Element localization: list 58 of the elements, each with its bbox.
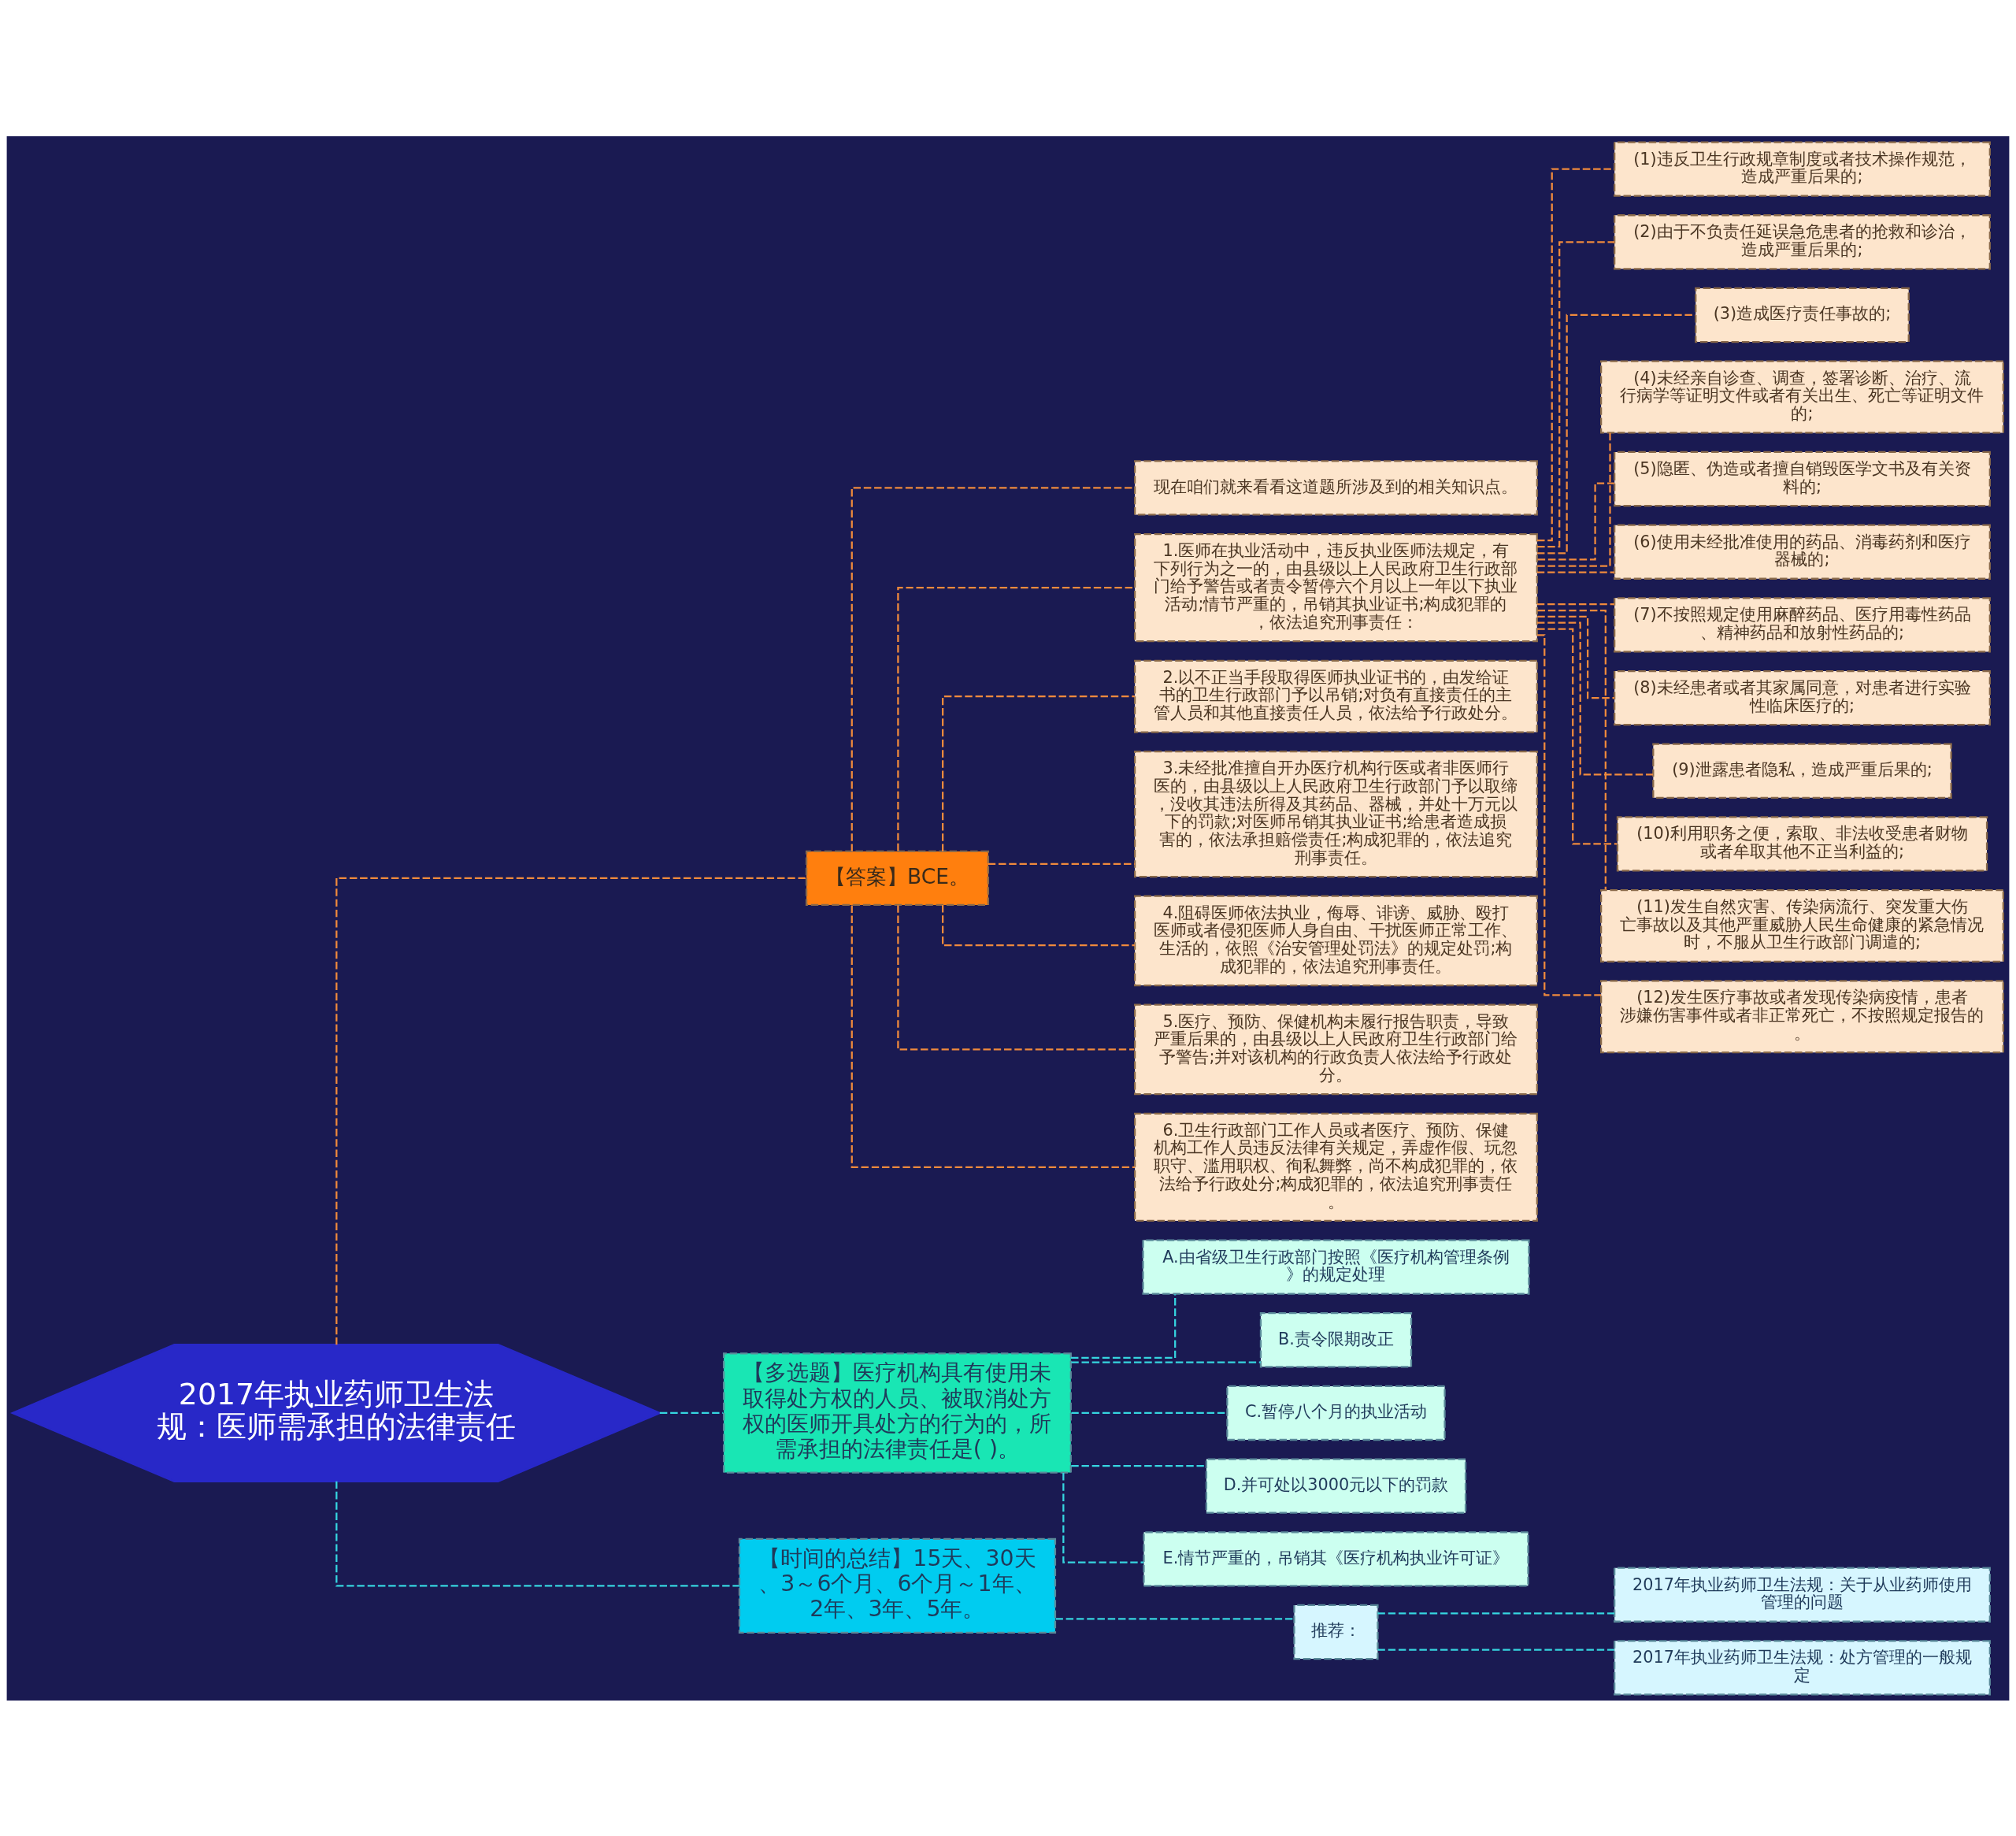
connector [942, 904, 1135, 946]
connector [1537, 609, 1606, 889]
connector [897, 904, 1135, 1051]
connector [1536, 240, 1615, 547]
node-box: (4)未经亲自诊查、调查，签署诊断、治疗、流行病学等证明文件或者有关出生、死亡等证明文件的; [1600, 359, 2004, 434]
connector [1071, 1361, 1261, 1363]
node-box: 推荐： [1293, 1604, 1379, 1660]
node-box: C.暂停八个月的执业活动 [1226, 1385, 1446, 1441]
node-box: 5.医疗、预防、保健机构未履行报告职责，导致严重后果的，由县级以上人民政府卫生行政部门给予警告;并对该机构的行政负责人依法给予行政处分。 [1134, 1003, 1538, 1095]
connector [1536, 571, 1614, 573]
node-box: 2017年执业药师卫生法规：处方管理的一般规定 [1614, 1639, 1991, 1696]
connector [1537, 627, 1618, 845]
connector [1055, 1617, 1295, 1620]
node-box: (9)泄露患者隐私，造成严重后果的; [1652, 743, 1952, 799]
connector [1070, 1293, 1177, 1359]
node-box: 2.以不正当手段取得医师执业证书的，由发给证书的卫生行政部门予以吊销;对负有直接责任的主管人员和其他直接责任人员，依法给予行政处分。 [1134, 659, 1538, 733]
node-box: (8)未经患者或者其家属同意，对患者进行实验性临床医疗的; [1614, 669, 1991, 725]
node-box: (3)造成医疗责任事故的; [1695, 287, 1910, 343]
node-box: 2017年执业药师卫生法规：关于从业药师使用管理的问题 [1614, 1567, 1991, 1623]
connector [1536, 603, 1614, 605]
node-box: E.情节严重的，吊销其《医疗机构执业许可证》 [1143, 1530, 1529, 1586]
connector [659, 1411, 724, 1414]
connector [988, 862, 1136, 865]
connector [1537, 432, 1611, 567]
node-box: 【多选题】医疗机构具有使用未取得处方权的人员、被取消处方权的医师开具处方的行为的，所需承担的法律责任是( )。 [722, 1352, 1072, 1474]
connector [1536, 633, 1602, 996]
node-box: (5)隐匿、伪造或者擅自销毁医学文书及有关资料的; [1614, 451, 1991, 506]
connector [850, 486, 1136, 851]
connector [897, 586, 1135, 851]
node-box: (10)利用职务之便，索取、非法收受患者财物或者牟取其他不正当利益的; [1616, 815, 1988, 872]
node-box: A.由省级卫生行政部门按照《医疗机构管理条例》的规定处理 [1142, 1238, 1530, 1295]
connector [942, 695, 1135, 851]
node-box: 【答案】BCE。 [805, 850, 989, 906]
node-box: (11)发生自然灾害、传染病流行、突发重大伤亡事故以及其他严重威胁人民生命健康的紧急情况时，不服从卫生行政部门调遣的; [1600, 888, 2004, 963]
connector [335, 877, 806, 1345]
connector [1377, 1649, 1615, 1651]
node-box: 现在咱们就来看看这道题所涉及到的相关知识点。 [1134, 459, 1538, 516]
connector [335, 1481, 739, 1586]
node-box: 1.医师在执业活动中，违反执业医师法规定，有下列行为之一的，由县级以上人民政府卫生行政部门给予警告或者责令暂停六个月以上一年以下执业活动;情节严重的，吊销其执业证书;构成犯罪的，依法追究刑事责任： [1134, 532, 1538, 642]
node-box: (7)不按照规定使用麻醉药品、医疗用毒性药品、精神药品和放射性药品的; [1614, 596, 1991, 653]
connector [850, 904, 1136, 1168]
connector [1071, 1464, 1206, 1467]
node-box: B.责令限期改正 [1259, 1311, 1413, 1367]
connector [1536, 621, 1653, 776]
node-box: D.并可处以3000元以下的罚款 [1205, 1457, 1467, 1514]
connector [1537, 482, 1614, 561]
node-box: 6.卫生行政部门工作人员或者医疗、预防、保健机构工作人员违反法律有关规定，弄虚作假、玩忽职守、滥用职权、徇私舞弊，尚不构成犯罪的，依法给予行政处分;构成犯罪的，依法追究刑事责任。 [1134, 1112, 1538, 1222]
node-box: 【时间的总结】15天、30天、3～6个月、6个月～1年、2年、3年、5年。 [738, 1537, 1057, 1634]
node-box: 4.阻碍医师依法执业，侮辱、诽谤、威胁、殴打医师或者侵犯医师人身自由、干扰医师正常工作、生活的，依照《治安管理处罚法》的规定处罚;构成犯罪的，依法追究刑事责任。 [1134, 895, 1538, 986]
node-box: 3.未经批准擅自开办医疗机构行医或者非医师行医的，由县级以上人民政府卫生行政部门予以取缔，没收其违法所得及其药品、器械，并处十万元以下的罚款;对医师吊销其执业证书;给患者造成损害的，依法承担赔偿责任;构成犯罪的，依法追究刑事责任。 [1134, 750, 1538, 877]
connector [1071, 1411, 1227, 1414]
node-box: (2)由于不负责任延误急危患者的抢救和诊治，造成严重后果的; [1614, 213, 1991, 269]
node-box: (12)发生医疗事故或者发现传染病疫情，患者涉嫌伤害事件或者非正常死亡，不按照规定报告的。 [1600, 979, 2004, 1053]
node-box: (6)使用未经批准使用的药品、消毒药剂和医疗器械的; [1614, 524, 1991, 580]
node-box: (1)违反卫生行政规章制度或者技术操作规范，造成严重后果的; [1614, 140, 1991, 197]
connector [1537, 615, 1615, 699]
connector [1062, 1472, 1144, 1563]
connector [1377, 1612, 1615, 1614]
